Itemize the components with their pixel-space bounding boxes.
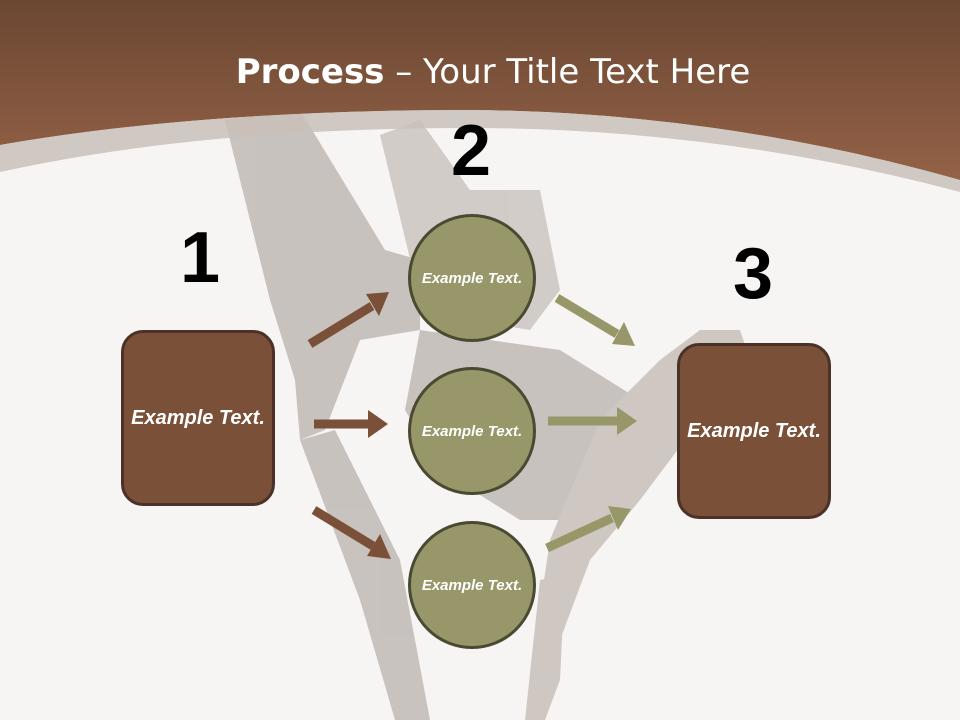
arrow-from-bottom: [545, 506, 631, 553]
arrow-to-top: [307, 292, 389, 348]
step-2-circle-bottom: Example Text.: [408, 521, 536, 649]
arrow-to-bottom: [311, 506, 391, 559]
step-2-text-bottom: Example Text.: [421, 576, 523, 594]
step-number-1: 1: [180, 218, 221, 298]
step-2-text-top: Example Text.: [421, 269, 523, 287]
slide-title: Process – Your Title Text Here: [0, 52, 960, 92]
header-band: [0, 0, 960, 180]
step-1-box: Example Text.: [121, 330, 275, 506]
step-2-circle-middle: Example Text.: [408, 367, 536, 495]
step-3-text: Example Text.: [687, 419, 821, 442]
arrow-from-middle: [548, 407, 637, 435]
step-number-2: 2: [451, 111, 492, 191]
arrow-from-top: [554, 294, 635, 346]
step-1-text: Example Text.: [131, 406, 265, 429]
title-rest: – Your Title Text Here: [384, 52, 751, 92]
header-swoosh: [0, 110, 960, 192]
step-3-box: Example Text.: [677, 343, 831, 519]
step-number-3: 3: [733, 234, 774, 314]
step-2-text-middle: Example Text.: [421, 422, 523, 440]
arrow-to-middle: [314, 410, 388, 438]
title-bold: Process: [235, 52, 385, 92]
step-2-circle-top: Example Text.: [408, 214, 536, 342]
